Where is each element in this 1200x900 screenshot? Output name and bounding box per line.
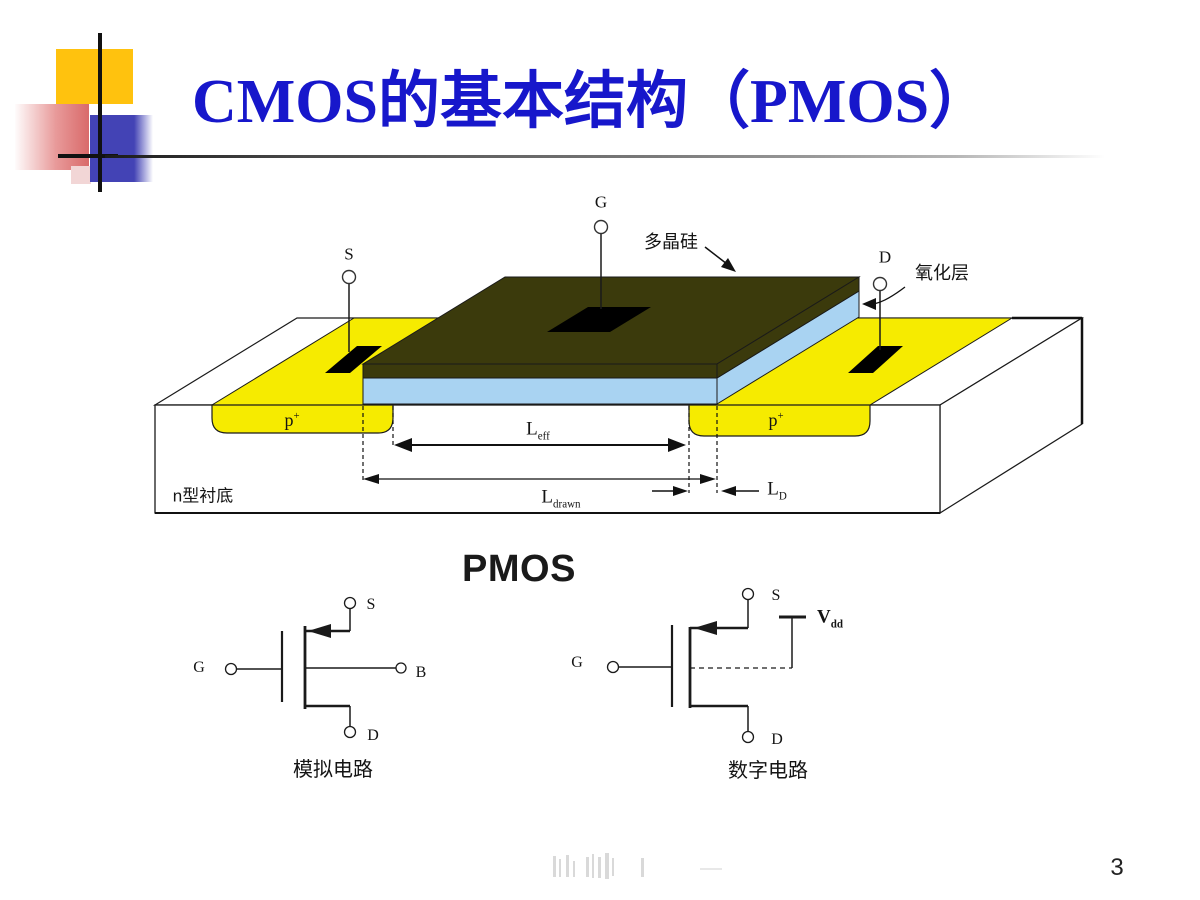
digital-drain-label: D: [771, 731, 783, 748]
substrate-label: n型衬底: [172, 486, 234, 506]
deco-vertical-line: [98, 33, 102, 192]
pmos-heading: PMOS: [462, 548, 576, 590]
polysilicon-arrowhead: [721, 258, 736, 272]
terminal-wires: [348, 234, 881, 352]
drain-contact-bar: [848, 346, 903, 373]
deco-cross-line: [58, 154, 118, 158]
source-terminal-label: S: [344, 244, 354, 264]
l-eff-label: Leff: [526, 418, 550, 443]
page-number: 3: [1110, 854, 1124, 881]
analog-bulk-label: B: [415, 664, 427, 681]
oxide-front-face: [362, 377, 718, 405]
analog-caption: 模拟电路: [293, 759, 373, 781]
gate-terminal-circle: [593, 219, 609, 235]
title-underline-rule: [105, 155, 1105, 158]
l-eff-arrow-right: [668, 438, 686, 452]
p-diffusion-front-left: [211, 404, 394, 434]
drain-terminal-label: D: [878, 247, 892, 267]
page-title: CMOS的基本结构（PMOS）: [192, 68, 992, 136]
oxide-arrowhead: [862, 298, 876, 310]
polysilicon-arrow-line: [704, 246, 728, 265]
vdd-label: Vdd: [817, 606, 843, 631]
l-drawn-arrow-left: [363, 474, 379, 484]
analog-gate-label: G: [193, 659, 205, 676]
analog-pmos-symbol: [224, 596, 407, 739]
analog-source-label: S: [366, 596, 376, 613]
gate-terminal-label: G: [594, 192, 608, 212]
polysilicon-label: 多晶硅: [644, 232, 698, 252]
deco-pink-square: [71, 166, 91, 184]
l-eff-arrow-left: [394, 438, 412, 452]
gate-contact-pad: [547, 307, 651, 332]
digital-source-label: S: [771, 587, 781, 604]
digital-gate-label: G: [571, 654, 583, 671]
p-diffusion-front-right: [688, 404, 871, 437]
source-terminal-circle: [341, 269, 357, 285]
digital-caption: 数字电路: [728, 760, 808, 782]
l-d-label: LD: [767, 478, 787, 503]
analog-drain-label: D: [367, 727, 379, 744]
polysilicon-front-face: [362, 363, 718, 379]
polysilicon-right-face: [716, 276, 860, 379]
digital-pmos-symbol: [606, 587, 806, 744]
p-plus-label-right: p+: [768, 410, 784, 430]
oxide-label: 氧化层: [915, 263, 969, 283]
deco-red-square: [15, 104, 89, 170]
deco-yellow-square: [56, 49, 133, 104]
l-drawn-arrow-right: [700, 474, 716, 484]
l-drawn-label: Ldrawn: [541, 486, 581, 511]
l-d-arrowhead: [721, 486, 736, 496]
p-plus-label-left: p+: [284, 410, 300, 430]
drain-terminal-circle: [872, 276, 888, 292]
junction-pointer-arrowhead: [673, 486, 688, 496]
source-contact-bar: [325, 346, 382, 373]
